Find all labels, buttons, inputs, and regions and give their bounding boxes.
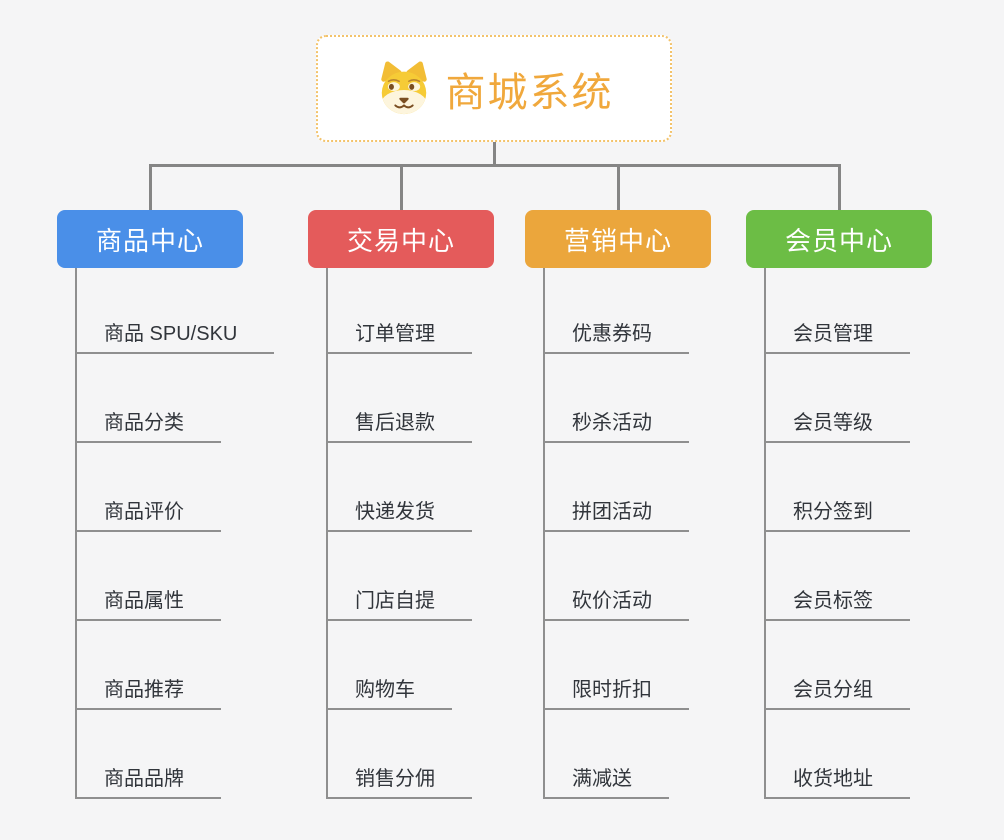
child-topic-label: 限时折扣 bbox=[572, 679, 652, 701]
child-topic-label: 收货地址 bbox=[793, 768, 873, 790]
branch-label: 交易中心 bbox=[346, 225, 455, 256]
child-topic-label: 商品推荐 bbox=[104, 679, 184, 701]
child-topic[interactable]: 商品评价 bbox=[77, 443, 221, 532]
child-topic-label: 销售分佣 bbox=[355, 768, 435, 790]
branch-children: 订单管理售后退款快递发货门店自提购物车销售分佣 bbox=[326, 268, 472, 799]
child-topic[interactable]: 满减送 bbox=[545, 710, 669, 799]
child-topic-label: 快递发货 bbox=[355, 501, 435, 523]
branch-label: 商品中心 bbox=[95, 225, 204, 256]
root-node[interactable]: 商城系统 bbox=[316, 35, 672, 142]
child-topic[interactable]: 订单管理 bbox=[328, 268, 472, 354]
child-topic[interactable]: 会员管理 bbox=[766, 268, 910, 354]
child-topic[interactable]: 快递发货 bbox=[328, 443, 472, 532]
child-topic-label: 满减送 bbox=[572, 768, 632, 790]
child-topic-label: 商品 SPU/SKU bbox=[104, 323, 238, 345]
child-topic-label: 购物车 bbox=[355, 679, 415, 701]
root-title: 商城系统 bbox=[445, 70, 614, 115]
child-topic-label: 商品分类 bbox=[104, 412, 184, 434]
child-topic[interactable]: 优惠券码 bbox=[545, 268, 689, 354]
doge-icon bbox=[380, 60, 427, 114]
child-topic[interactable]: 商品品牌 bbox=[77, 710, 221, 799]
child-topic[interactable]: 商品推荐 bbox=[77, 621, 221, 710]
child-topic-label: 拼团活动 bbox=[572, 501, 652, 523]
child-topic[interactable]: 商品 SPU/SKU bbox=[77, 268, 275, 354]
child-topic-label: 会员管理 bbox=[793, 323, 873, 345]
child-topic[interactable]: 积分签到 bbox=[766, 443, 910, 532]
child-topic[interactable]: 会员等级 bbox=[766, 354, 910, 443]
child-topic-label: 门店自提 bbox=[355, 590, 435, 612]
child-topic-label: 砍价活动 bbox=[572, 590, 652, 612]
child-topic[interactable]: 商品分类 bbox=[77, 354, 221, 443]
child-topic-label: 秒杀活动 bbox=[572, 412, 652, 434]
branch-label: 营销中心 bbox=[563, 225, 672, 256]
branch-children: 商品 SPU/SKU 商品分类商品评价商品属性商品推荐商品品牌 bbox=[75, 268, 275, 799]
child-topic[interactable]: 会员标签 bbox=[766, 532, 910, 621]
child-topic[interactable]: 售后退款 bbox=[328, 354, 472, 443]
child-topic[interactable]: 秒杀活动 bbox=[545, 354, 689, 443]
child-topic-label: 售后退款 bbox=[355, 412, 435, 434]
child-topic[interactable]: 限时折扣 bbox=[545, 621, 689, 710]
child-topic-label: 商品品牌 bbox=[104, 768, 184, 790]
child-topic[interactable]: 拼团活动 bbox=[545, 443, 689, 532]
child-topic-label: 会员等级 bbox=[793, 412, 873, 434]
branch-node-1[interactable]: 交易中心 bbox=[308, 210, 494, 268]
child-topic[interactable]: 砍价活动 bbox=[545, 532, 689, 621]
child-topic-label: 商品评价 bbox=[104, 501, 184, 523]
child-topic[interactable]: 收货地址 bbox=[766, 710, 910, 799]
child-topic-label: 会员分组 bbox=[793, 679, 873, 701]
branch-node-0[interactable]: 商品中心 bbox=[57, 210, 243, 268]
branch-label: 会员中心 bbox=[784, 225, 893, 256]
child-topic-label: 商品属性 bbox=[104, 590, 184, 612]
branch-node-2[interactable]: 营销中心 bbox=[525, 210, 711, 268]
branch-children: 会员管理会员等级积分签到会员标签会员分组收货地址 bbox=[764, 268, 910, 799]
child-topic-label: 积分签到 bbox=[793, 501, 873, 523]
child-topic-label: 会员标签 bbox=[793, 590, 873, 612]
child-topic-label: 优惠券码 bbox=[572, 323, 652, 345]
branch-node-3[interactable]: 会员中心 bbox=[746, 210, 932, 268]
child-topic-label: 订单管理 bbox=[355, 323, 435, 345]
child-topic[interactable]: 购物车 bbox=[328, 621, 452, 710]
child-topic[interactable]: 门店自提 bbox=[328, 532, 472, 621]
branch-children: 优惠券码秒杀活动拼团活动砍价活动限时折扣满减送 bbox=[543, 268, 689, 799]
child-topic[interactable]: 商品属性 bbox=[77, 532, 221, 621]
child-topic[interactable]: 销售分佣 bbox=[328, 710, 472, 799]
child-topic[interactable]: 会员分组 bbox=[766, 621, 910, 710]
